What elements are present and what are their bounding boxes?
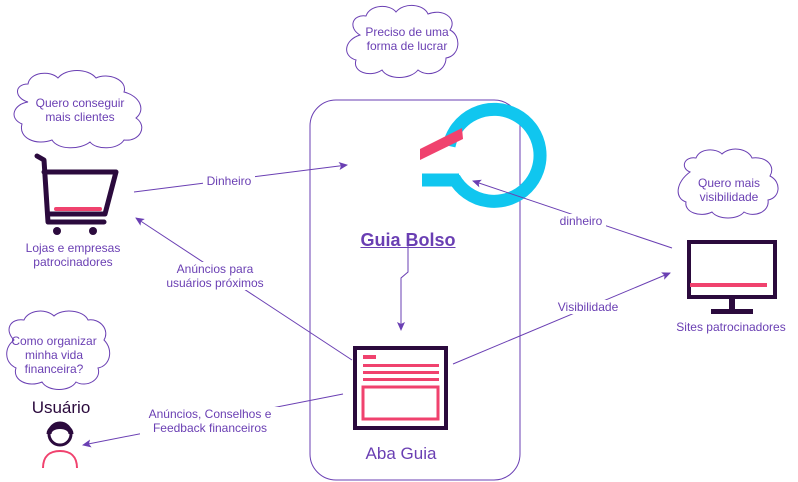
cart-icon (34, 153, 119, 235)
aba-guia-label: Aba Guia (365, 444, 437, 463)
cloud-lucrar-text: Preciso de uma forma de lucrar (365, 25, 449, 53)
cloud-lucrar (346, 5, 459, 78)
lojas-label: Lojas e empresas patrocinadores (25, 241, 121, 269)
cloud-visibilidade (677, 148, 779, 219)
cloud-clientes (13, 70, 143, 149)
sites-label: Sites patrocinadores (676, 320, 786, 334)
edge-guiabolso-to-abaguia (397, 246, 409, 331)
guia-bolso-container (309, 99, 521, 481)
user-icon (42, 421, 78, 469)
usuario-label: Usuário (31, 398, 91, 417)
aba-guia-window-icon (353, 346, 448, 430)
guia-bolso-logo-icon (420, 102, 547, 208)
edge-abaguia-to-sites (452, 272, 671, 365)
edge-label-dinheiro: Dinheiro (203, 174, 255, 188)
edge-label-anuncios-conselhos: Anúncios, Conselhos e Feedback financeir… (140, 407, 280, 435)
monitor-icon (687, 240, 777, 314)
edge-label-anuncios-usuarios: Anúncios para usuários próximos (158, 262, 272, 290)
edge-label-visibilidade: Visibilidade (554, 300, 622, 314)
cloud-visibilidade-text: Quero mais visibilidade (697, 176, 761, 204)
cloud-clientes-text: Quero conseguir mais clientes (35, 96, 125, 124)
cloud-organizar-text: Como organizar minha vida financeira? (11, 334, 97, 376)
guia-bolso-title[interactable]: Guia Bolso (360, 230, 456, 250)
edge-label-dinheiro-sites: dinheiro (556, 214, 606, 228)
cloud-organizar (6, 310, 111, 390)
